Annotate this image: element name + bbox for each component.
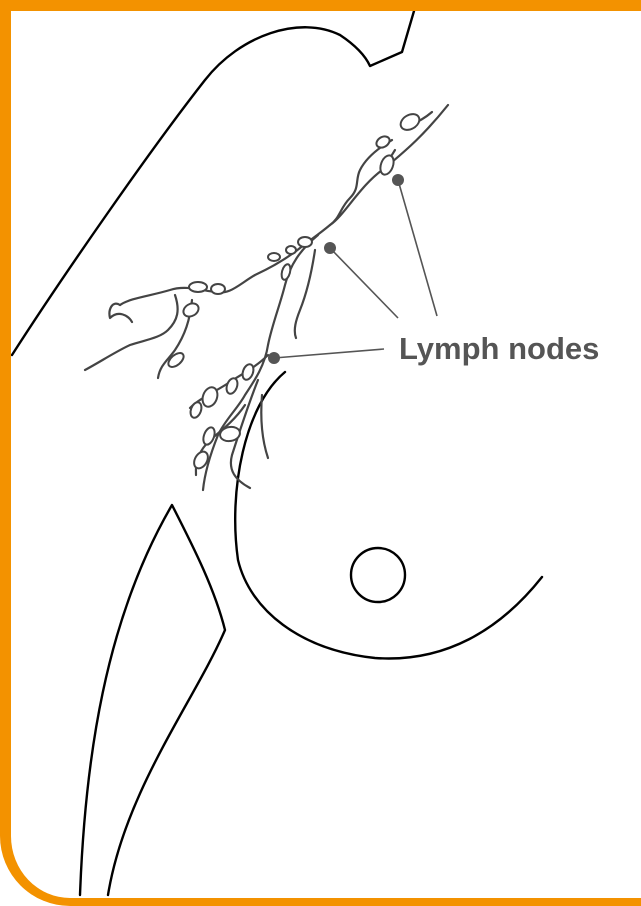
lymph-node — [398, 111, 422, 133]
lymph-node — [189, 401, 204, 419]
lymph-node — [189, 282, 207, 292]
lymph-node — [225, 377, 240, 395]
breast-outline — [235, 372, 542, 658]
torso-upper-outline — [80, 505, 225, 895]
arm-outline — [12, 11, 414, 355]
lymph-node — [211, 284, 225, 294]
lymph-node — [181, 301, 201, 319]
anatomy-illustration — [11, 11, 641, 906]
leader-line — [398, 180, 437, 316]
lymph-nodes-label: Lymph nodes — [399, 331, 599, 367]
lymph-node — [268, 253, 280, 261]
leader-line — [274, 349, 384, 358]
nipple — [351, 548, 405, 602]
marker-dot — [324, 242, 336, 254]
lymph-node — [166, 350, 186, 369]
lymph-node — [241, 363, 256, 381]
marker-dot — [392, 174, 404, 186]
lymph-node-group — [166, 111, 422, 471]
lymph-node — [286, 246, 296, 254]
lymph-node — [280, 263, 292, 281]
leader-line — [330, 248, 398, 318]
lymph-node — [298, 237, 312, 247]
marker-dot — [268, 352, 280, 364]
lymph-node — [378, 154, 396, 177]
lymph-node — [374, 134, 391, 150]
